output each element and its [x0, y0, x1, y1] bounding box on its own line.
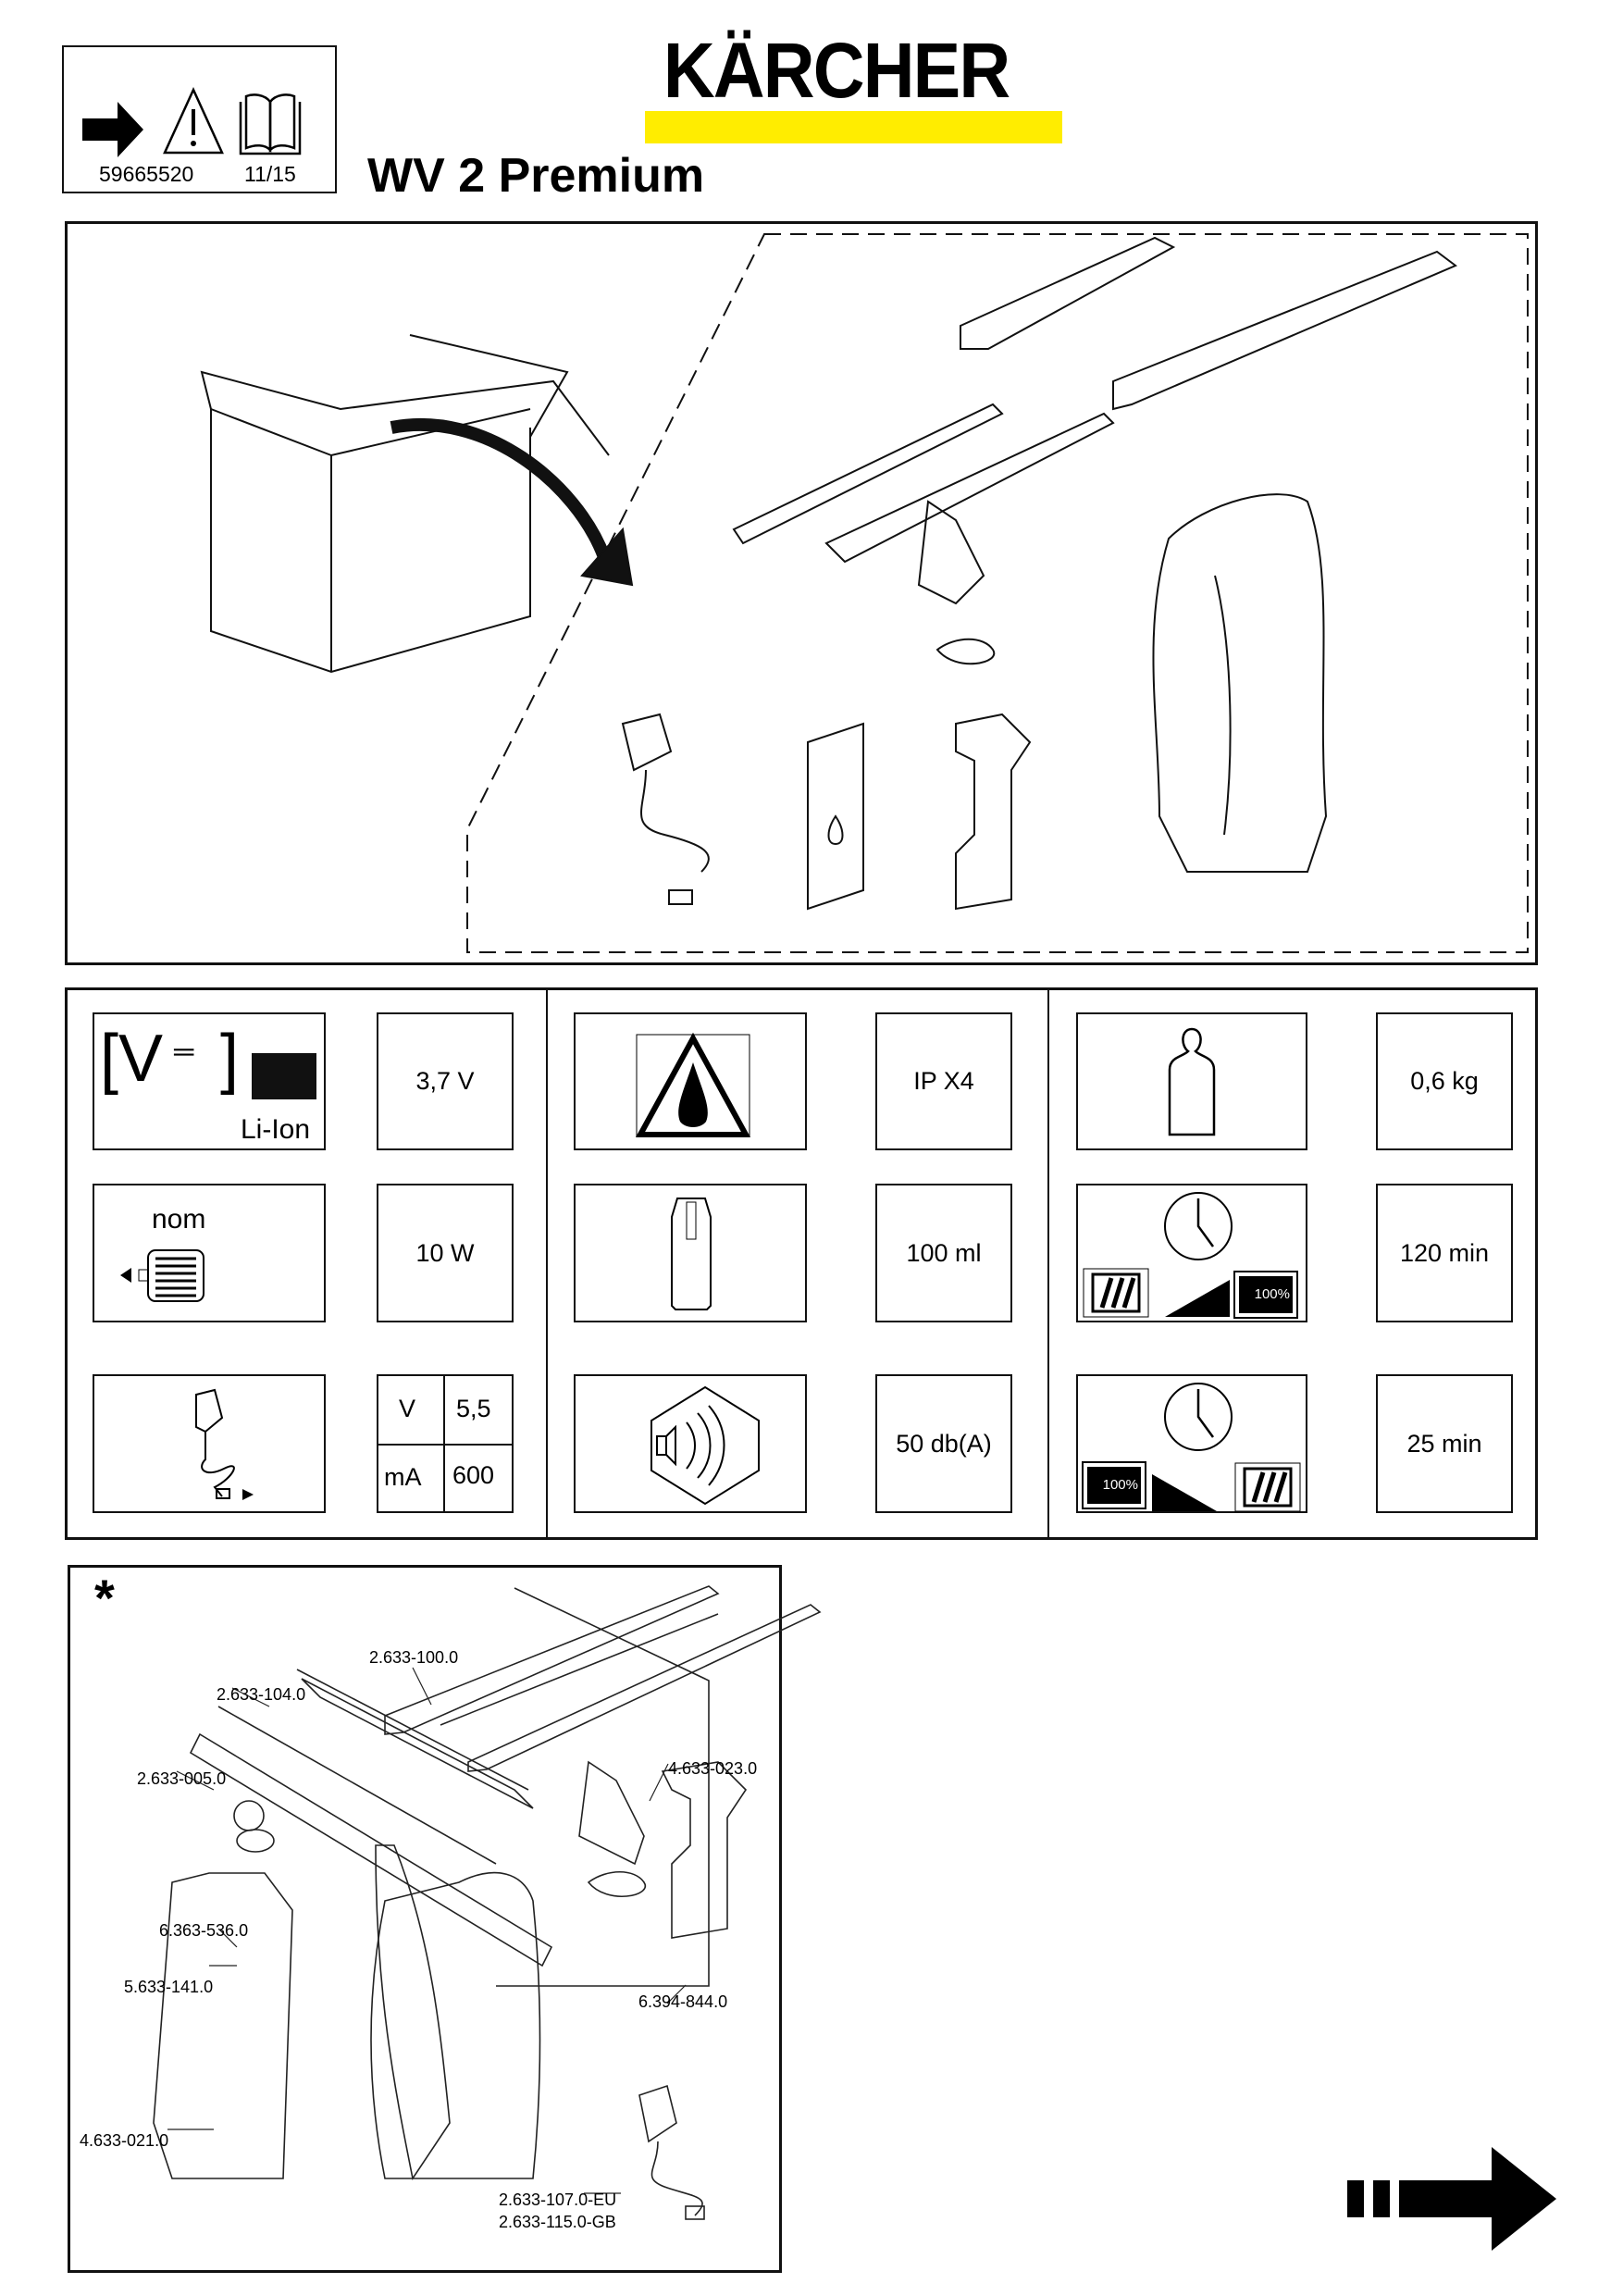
splash-protection-icon: [574, 1012, 807, 1150]
technical-data-panel: [65, 987, 1538, 1540]
battery-voltage-value: 3,7 V: [377, 1012, 514, 1150]
part-label-blade-large: 2.633-005.0: [137, 1769, 227, 1788]
brand-logo: KÄRCHER: [663, 27, 1010, 114]
part-label-seal: 5.633-141.0: [124, 1978, 214, 1996]
part-label-o-ring: 6.363-536.0: [159, 1921, 249, 1940]
part-label-charger-eu: 2.633-107.0-EU: [499, 2191, 617, 2209]
part-label-squeegee-cover: 2.633-100.0: [369, 1648, 459, 1667]
document-number: 59665520: [99, 162, 194, 186]
motor-power-icon: nom: [93, 1184, 326, 1322]
power-nom-label: nom: [152, 1204, 206, 1235]
runtime-icon: 100%: [1076, 1184, 1307, 1322]
manual-book-icon: [239, 93, 302, 155]
charger-voltage-value: 5,5: [456, 1395, 491, 1422]
water-tank-icon: [574, 1184, 807, 1322]
clock-icon: [1164, 1192, 1233, 1260]
clock-icon: [1164, 1383, 1233, 1451]
noise-level-value: 50 db(A): [875, 1374, 1012, 1513]
charger-output-table: V 5,5 mA 600: [377, 1374, 514, 1513]
battery-type-label: Li-Ion: [241, 1114, 311, 1145]
charger-current-value: 600: [452, 1461, 495, 1489]
scope-of-delivery-panel: [65, 221, 1538, 965]
part-label-dirty-water-tank: 4.633-021.0: [80, 2131, 169, 2150]
battery-voltage-icon: [V ═ ] Li-Ion: [93, 1012, 326, 1150]
charging-time-icon: 100%: [1076, 1374, 1307, 1513]
brand-yellow-bar: [645, 111, 1062, 143]
model-title: WV 2 Premium: [367, 149, 705, 203]
motor-power-value: 10 W: [377, 1184, 514, 1322]
part-label-blade-small: 2.633-104.0: [217, 1685, 306, 1704]
part-label-spray-bottle: 6.394-844.0: [638, 1992, 728, 2011]
exploded-parts-diagram: [153, 1585, 822, 2220]
noise-level-icon: [574, 1374, 807, 1513]
charger-voltage-unit: V: [399, 1395, 416, 1422]
carton-box-icon: [200, 334, 610, 674]
weight-value: 0,6 kg: [1376, 1012, 1513, 1150]
weight-icon: [1076, 1012, 1307, 1150]
charging-time-value: 25 min: [1376, 1374, 1513, 1513]
warning-icon: [163, 86, 224, 155]
arrow-right-icon: [82, 102, 143, 157]
column-divider: [1047, 990, 1049, 1537]
charger-current-unit: mA: [384, 1463, 422, 1491]
part-label-small-nozzle: 4.633-023.0: [668, 1759, 758, 1778]
optional-accessory-marker: *: [94, 1569, 115, 1627]
next-page-arrow-icon: [1347, 2147, 1556, 2251]
document-date: 11/15: [244, 162, 296, 186]
battery-full-label: 100%: [1087, 1467, 1141, 1504]
battery-full-label: 100%: [1239, 1276, 1293, 1313]
charger-icon: [93, 1374, 326, 1513]
tank-volume-value: 100 ml: [875, 1184, 1012, 1322]
column-divider: [546, 990, 548, 1537]
document-info-box: 59665520 11/15: [62, 45, 337, 193]
protection-class-value: IP X4: [875, 1012, 1012, 1150]
runtime-value: 120 min: [1376, 1184, 1513, 1322]
delivery-illustration: [200, 233, 1529, 953]
part-label-charger-gb: 2.633-115.0-GB: [499, 2213, 616, 2231]
spare-parts-panel: * 2.633-100.0 2.633-104.0 2.633-005.0 4.…: [68, 1565, 822, 2273]
